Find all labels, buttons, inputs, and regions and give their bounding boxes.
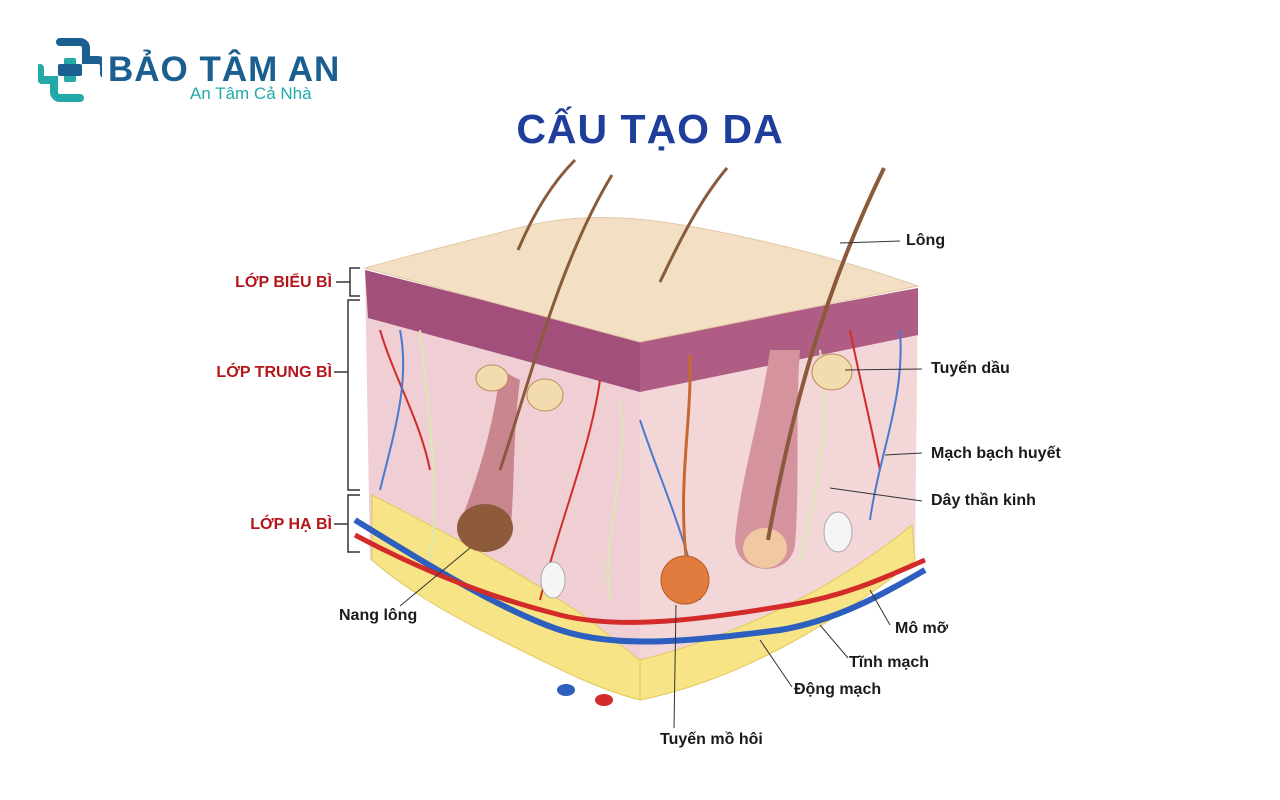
sebaceous-gland-right [811, 353, 853, 391]
fat-layer-right [639, 524, 916, 701]
bracket-dermis [334, 299, 360, 491]
label-sweat-gland: Tuyến mồ hôi [660, 731, 763, 748]
label-dermis: LỚP TRUNG BÌ [216, 364, 332, 381]
sebaceous-gland-left-b [526, 378, 564, 412]
label-artery: Động mạch [794, 681, 882, 698]
leader-fat [869, 589, 891, 626]
leader-follicle [399, 547, 471, 607]
hair-strand-3 [658, 167, 729, 283]
hair-follicle-right [735, 350, 800, 569]
label-fat: Mô mỡ [895, 620, 949, 637]
artery-end [595, 694, 613, 706]
medical-cross-icon [38, 38, 102, 102]
diagram-title: CẤU TẠO DA [516, 106, 784, 152]
epidermis-band-left [365, 270, 640, 392]
sweat-gland [660, 555, 710, 605]
leader-sweat [673, 604, 677, 729]
label-lymph-vessel: Mạch bạch huyết [931, 445, 1061, 462]
hair-follicle-left [463, 370, 520, 544]
artery [353, 532, 926, 625]
label-sebaceous-gland: Tuyến dầu [931, 360, 1010, 377]
vein-end [557, 684, 575, 696]
pressure-receptor-right [823, 511, 853, 553]
label-hypodermis: LỚP HẠ BÌ [250, 516, 332, 533]
brand-name: BẢO TÂM AN [108, 50, 341, 89]
hair-strand-4 [766, 167, 886, 541]
bracket-hypodermis [334, 494, 360, 553]
leader-vein [819, 624, 849, 659]
label-hair-follicle: Nang lông [339, 607, 418, 624]
hair-strand-1 [516, 158, 577, 251]
bracket-epidermis [336, 267, 360, 297]
pressure-receptor-left [540, 561, 566, 599]
sweat-duct [682, 354, 692, 557]
brand-tagline: An Tâm Cả Nhà [190, 84, 312, 103]
label-vein: Tĩnh mạch [849, 654, 930, 671]
sebaceous-gland-left-a [475, 364, 509, 392]
label-hair: Lông [906, 232, 946, 249]
leader-nerve [829, 487, 923, 502]
hair-strand-2 [498, 174, 614, 471]
hair-bulb-right [743, 528, 787, 568]
label-nerve: Dây thần kinh [931, 492, 1036, 509]
label-epidermis: LỚP BIỂU BÌ [235, 274, 332, 291]
leader-lymph [884, 452, 923, 456]
leader-artery [759, 639, 793, 688]
epidermis-band-right [640, 288, 918, 392]
brand-logo[interactable]: BẢO TÂM AN An Tâm Cả Nhà [38, 38, 341, 108]
leader-hair [839, 240, 901, 244]
leader-sebaceous [844, 368, 923, 371]
hair-bulb-left [457, 504, 513, 552]
